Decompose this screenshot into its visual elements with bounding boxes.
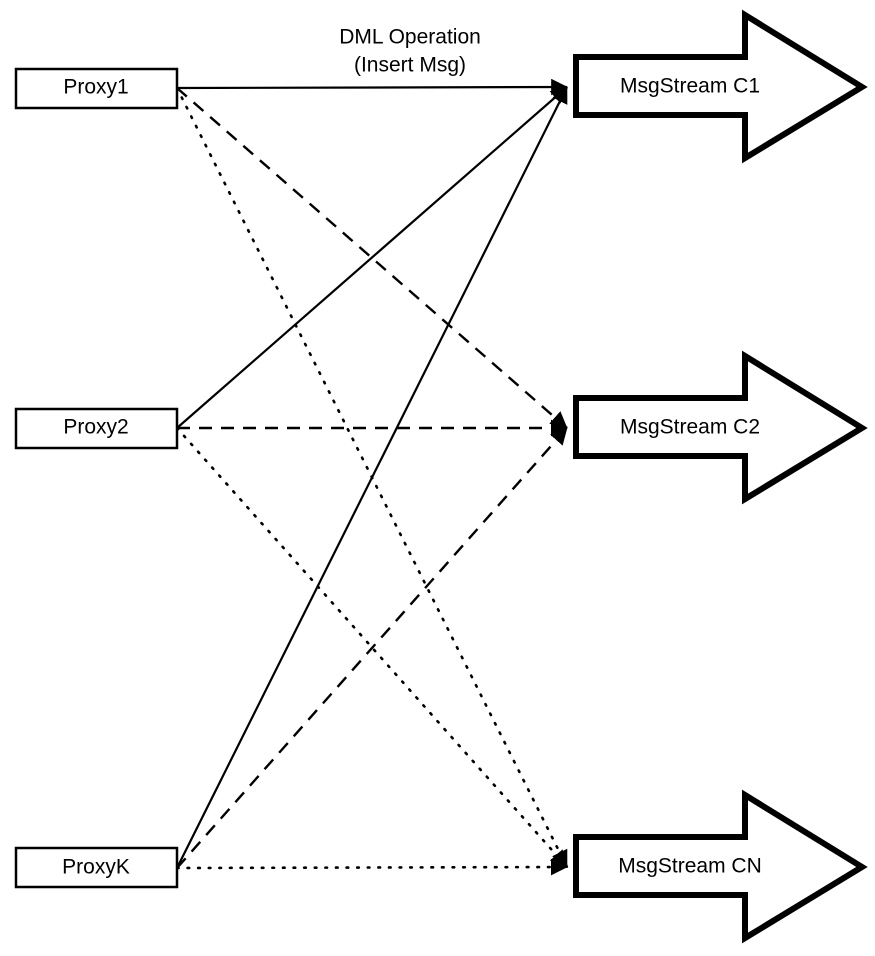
proxyk-node[interactable]: ProxyK: [14, 846, 179, 889]
proxy1-box: [14, 67, 179, 110]
proxy2-label: Proxy2: [63, 416, 128, 439]
msgstream-c2-node[interactable]: MsgStream C2: [573, 350, 868, 505]
edge-proxyk-to-msgstream-c2: [176, 427, 568, 869]
dml-operation-line2: (Insert Msg): [354, 54, 466, 77]
dml-operation-annotation: DML Operation (Insert Msg): [339, 26, 481, 77]
msgstream-c2-label: MsgStream C2: [620, 416, 760, 439]
msgstream-cn-label: MsgStream CN: [618, 855, 762, 878]
edge-proxy1-to-msgstream-c1: [176, 78, 568, 96]
proxy2-node[interactable]: Proxy2: [14, 407, 179, 450]
stream-layer: MsgStream C1 MsgStream C2 MsgStream CN: [573, 9, 868, 944]
msgstream-c1-label: MsgStream C1: [620, 75, 760, 98]
edge-proxy2-to-msgstream-cn: [175, 426, 569, 869]
proxy2-box: [14, 407, 179, 450]
msgstream-c2-arrow-shape: [573, 350, 868, 505]
dml-operation-line1: DML Operation: [339, 26, 481, 49]
proxy-layer: Proxy1 Proxy2 ProxyK: [14, 67, 179, 889]
proxy1-label: Proxy1: [63, 76, 128, 99]
edge-proxyk-to-msgstream-c1: [176, 86, 568, 869]
msgstream-cn-node[interactable]: MsgStream CN: [573, 789, 868, 944]
edge-proxyk-to-msgstream-cn: [175, 858, 569, 876]
proxy1-node[interactable]: Proxy1: [14, 67, 179, 110]
msgstream-c1-arrow-shape: [573, 9, 868, 164]
edge-layer: [175, 78, 569, 876]
edge-proxy2-to-msgstream-c1: [176, 86, 568, 429]
msgstream-cn-arrow-shape: [573, 789, 868, 944]
msgstream-c1-node[interactable]: MsgStream C1: [573, 9, 868, 164]
proxyk-label: ProxyK: [62, 856, 130, 879]
proxyk-box: [14, 846, 179, 889]
